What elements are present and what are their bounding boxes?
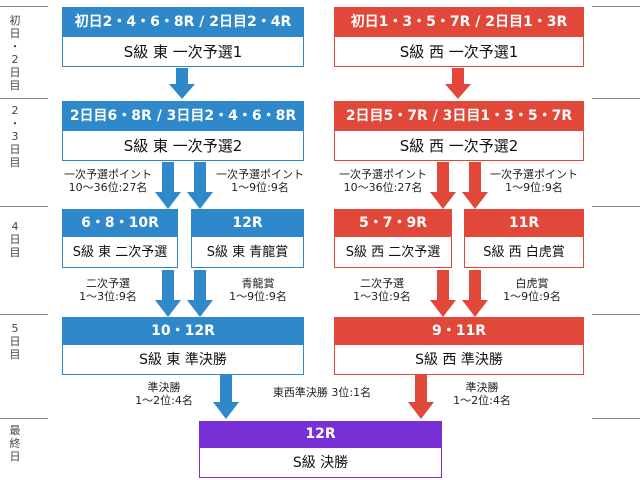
label-line: 10〜36位:27名 — [68, 181, 148, 194]
east-semifinal-name: S級 東 準決勝 — [62, 345, 304, 375]
east-prelim2-name: S級 東 一次予選2 — [62, 131, 304, 161]
east-prelim2-races: 2日目6・8R / 3日目2・4・6・8R — [62, 101, 304, 131]
label-east-points-top: 一次予選ポイント 1〜9位:9名 — [208, 168, 312, 194]
row-divider — [0, 314, 48, 315]
row-divider — [0, 98, 48, 99]
label-west-byakko: 白虎賞 1〜9位:9名 — [484, 277, 580, 303]
row-divider — [592, 206, 640, 207]
east-second-prelim-box: 6・8・10R S級 東 二次予選 — [62, 209, 178, 268]
label-east-second-prelim: 二次予選 1〜3位:9名 — [60, 277, 156, 303]
label-line: 1〜9位:9名 — [231, 181, 289, 194]
label-line: 二次予選 — [86, 277, 130, 290]
arrow-w4-f — [408, 374, 434, 419]
west-byakko-races: 11R — [464, 209, 584, 237]
arrow-e2-e3a — [155, 162, 181, 209]
label-west-second-prelim: 二次予選 1〜3位:9名 — [334, 277, 430, 303]
arrow-e2-e3b — [187, 162, 213, 209]
label-line: 1〜9位:9名 — [503, 290, 561, 303]
day-label-5: 最 終 日 — [9, 424, 21, 463]
arrow-w1-w2 — [445, 68, 471, 99]
east-prelim1-box: 初日2・4・6・8R / 2日目2・4R S級 東 一次予選1 — [62, 7, 304, 67]
final-name: S級 決勝 — [199, 448, 442, 478]
arrow-w2-w3b — [462, 162, 488, 209]
label-line: 1〜2位:4名 — [453, 394, 511, 407]
arrow-w3b-w4-head — [462, 300, 488, 317]
day-label-1: 初 日 ・ 2 日 目 — [9, 14, 21, 92]
label-line: 1〜2位:4名 — [135, 394, 193, 407]
label-line: 二次予選 — [360, 277, 404, 290]
label-east-semifinal: 準決勝 1〜2位:4名 — [116, 381, 212, 407]
row-divider — [0, 206, 48, 207]
west-semifinal-box: 9・11R S級 西 準決勝 — [334, 317, 584, 375]
east-seiryu-races: 12R — [191, 209, 304, 237]
west-second-prelim-box: 5・7・9R S級 西 二次予選 — [334, 209, 452, 268]
row-divider — [592, 6, 640, 7]
west-prelim2-name: S級 西 一次予選2 — [334, 131, 584, 161]
row-divider — [592, 98, 640, 99]
arrow-w3b-w4 — [462, 270, 488, 300]
east-seiryu-name: S級 東 青龍賞 — [191, 237, 304, 268]
west-byakko-name: S級 西 白虎賞 — [464, 237, 584, 268]
arrow-w3a-w4 — [430, 270, 456, 317]
row-divider — [0, 6, 48, 7]
label-line: 一次予選ポイント — [339, 168, 427, 181]
label-line: 準決勝 — [147, 381, 181, 394]
label-line: 1〜3位:9名 — [353, 290, 411, 303]
label-line: 白虎賞 — [515, 277, 549, 290]
day-label-4: 5 日 目 — [9, 322, 21, 361]
label-east-seiryu: 青龍賞 1〜9位:9名 — [210, 277, 306, 303]
west-byakko-box: 11R S級 西 白虎賞 — [464, 209, 584, 268]
row-divider — [592, 314, 640, 315]
west-prelim1-races: 初日1・3・5・7R / 2日目1・3R — [334, 7, 584, 37]
east-prelim2-box: 2日目6・8R / 3日目2・4・6・8R S級 東 一次予選2 — [62, 101, 304, 161]
label-line: 1〜9位:9名 — [229, 290, 287, 303]
arrow-e4-f — [213, 374, 239, 419]
label-line: 10〜36位:27名 — [343, 181, 423, 194]
west-semifinal-name: S級 西 準決勝 — [334, 345, 584, 375]
east-semifinal-box: 10・12R S級 東 準決勝 — [62, 317, 304, 375]
label-east-west-semifinal-third: 東西準決勝 3位:1名 — [248, 386, 396, 399]
label-line: 青龍賞 — [241, 277, 275, 290]
label-west-points-low: 一次予選ポイント 10〜36位:27名 — [331, 168, 435, 194]
label-west-semifinal: 準決勝 1〜2位:4名 — [434, 381, 530, 407]
west-semifinal-races: 9・11R — [334, 317, 584, 345]
east-semifinal-races: 10・12R — [62, 317, 304, 345]
label-line: 一次予選ポイント — [64, 168, 152, 181]
west-prelim1-box: 初日1・3・5・7R / 2日目1・3R S級 西 一次予選1 — [334, 7, 584, 67]
label-line: 一次予選ポイント — [490, 168, 578, 181]
label-line: 準決勝 — [465, 381, 499, 394]
east-prelim1-races: 初日2・4・6・8R / 2日目2・4R — [62, 7, 304, 37]
row-divider — [592, 418, 640, 419]
row-divider — [0, 418, 48, 419]
day-label-3: 4 日 目 — [9, 220, 21, 259]
west-prelim1-name: S級 西 一次予選1 — [334, 37, 584, 67]
east-seiryu-box: 12R S級 東 青龍賞 — [191, 209, 304, 268]
west-second-prelim-name: S級 西 二次予選 — [334, 237, 452, 268]
label-line: 1〜3位:9名 — [79, 290, 137, 303]
arrow-e1-e2 — [169, 68, 195, 99]
label-line: 一次予選ポイント — [216, 168, 304, 181]
day-label-2: 2 ・ 3 日 目 — [9, 104, 21, 169]
label-east-points-low: 一次予選ポイント 10〜36位:27名 — [56, 168, 160, 194]
west-prelim2-box: 2日目5・7R / 3日目1・3・5・7R S級 西 一次予選2 — [334, 101, 584, 161]
arrow-e3b-e4 — [187, 270, 213, 317]
east-second-prelim-races: 6・8・10R — [62, 209, 178, 237]
label-west-points-top: 一次予選ポイント 1〜9位:9名 — [482, 168, 586, 194]
east-prelim1-name: S級 東 一次予選1 — [62, 37, 304, 67]
arrow-e3a-e4 — [155, 270, 181, 317]
final-races: 12R — [199, 421, 442, 448]
final-box: 12R S級 決勝 — [199, 421, 442, 478]
west-second-prelim-races: 5・7・9R — [334, 209, 452, 237]
east-second-prelim-name: S級 東 二次予選 — [62, 237, 178, 268]
label-line: 東西準決勝 3位:1名 — [272, 386, 372, 399]
west-prelim2-races: 2日目5・7R / 3日目1・3・5・7R — [334, 101, 584, 131]
label-line: 1〜9位:9名 — [505, 181, 563, 194]
arrow-w2-w3a — [430, 162, 456, 209]
